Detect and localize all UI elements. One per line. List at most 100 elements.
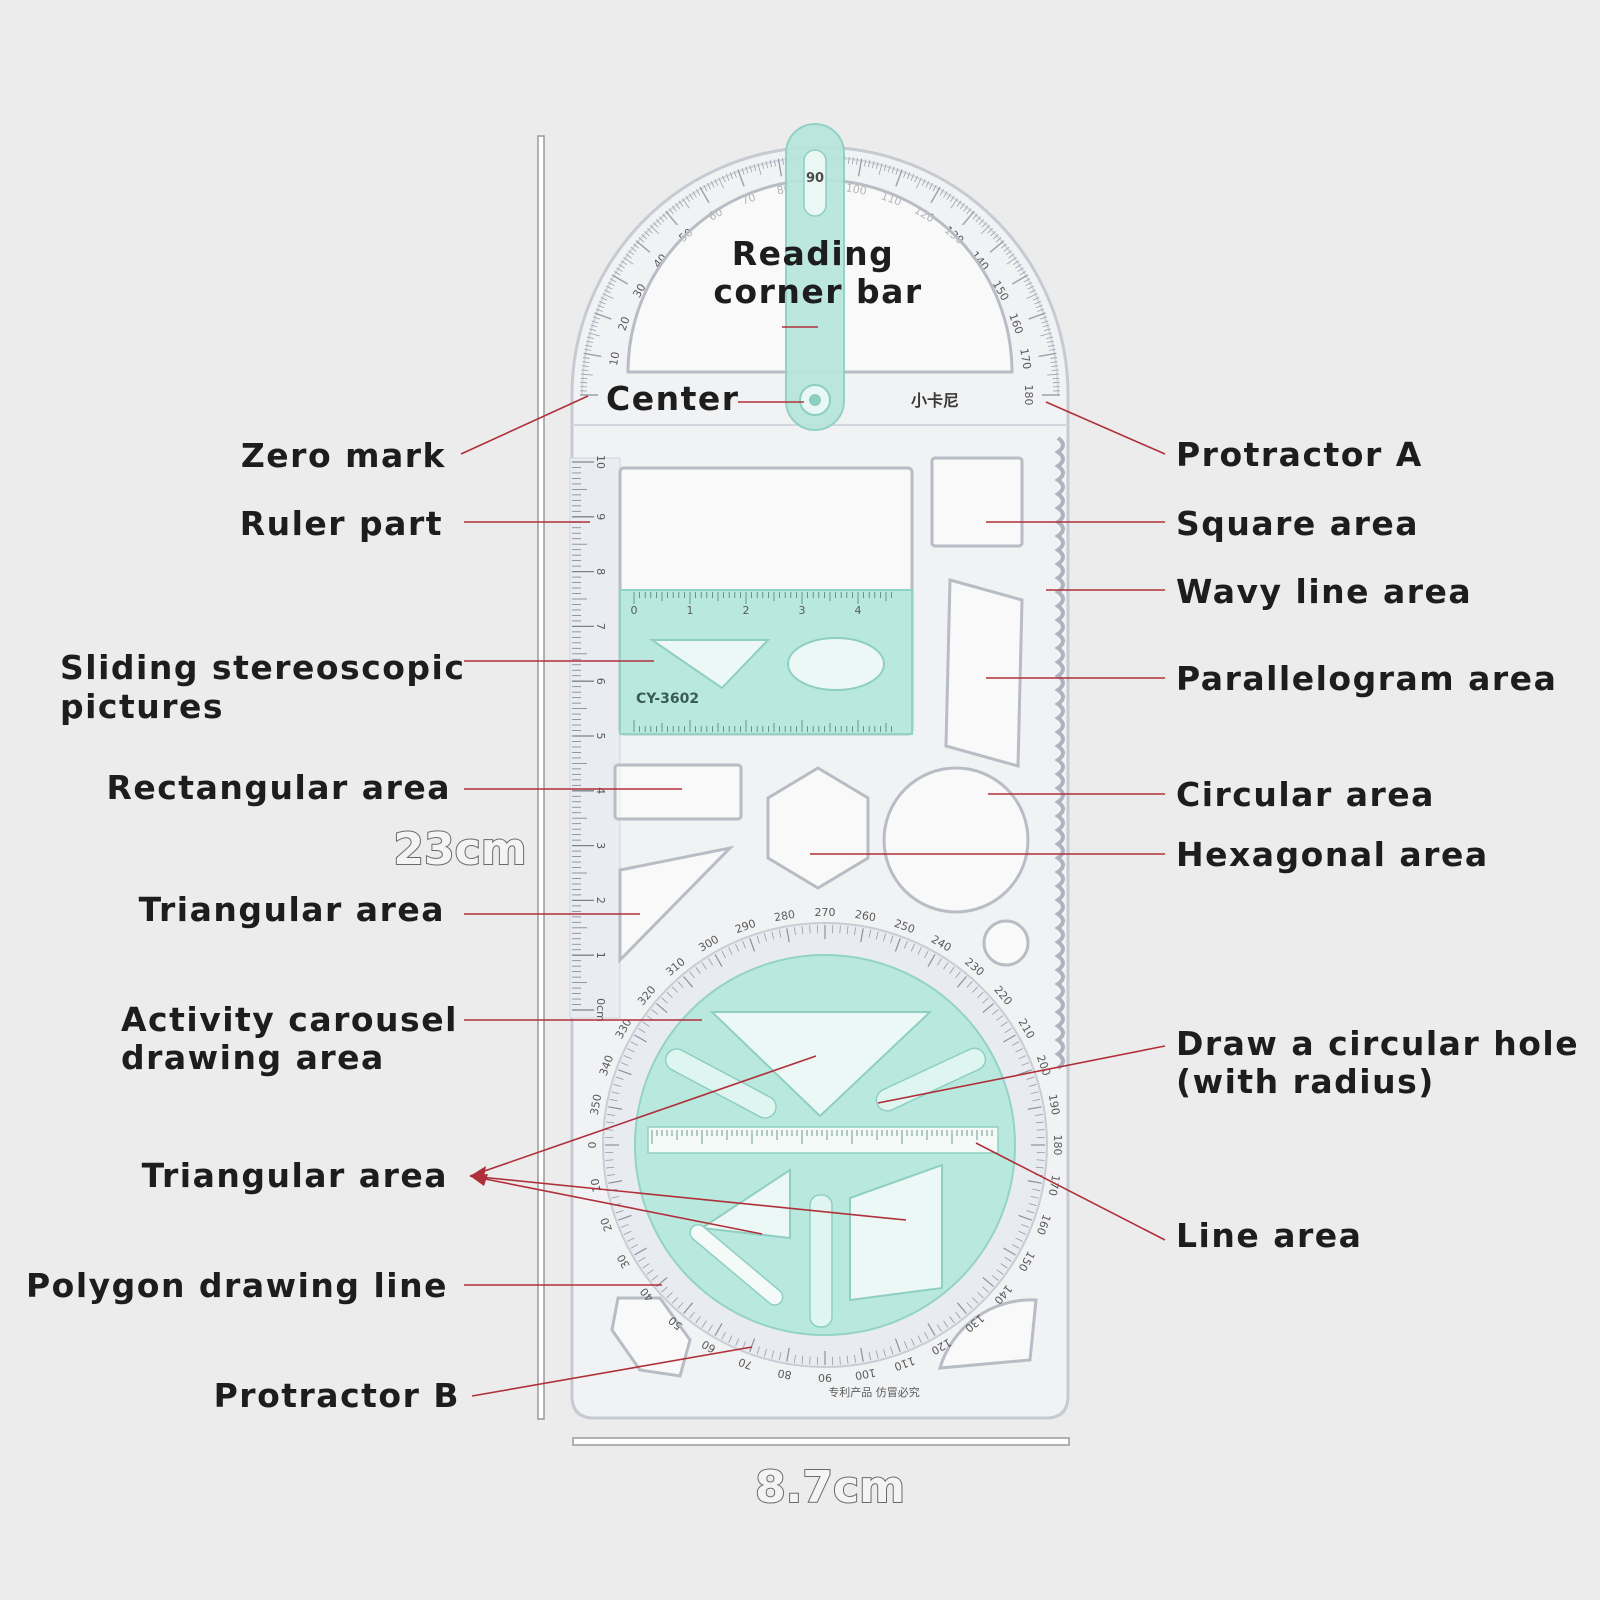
protractor-a-tick (956, 200, 962, 207)
protractor-b-number: 280 (773, 908, 796, 924)
protractor-a-tick (959, 203, 965, 210)
protractor-b-tick (735, 1338, 740, 1347)
ruler-number: 10 (594, 455, 607, 469)
rectangle-cutout (613, 763, 743, 821)
protractor-a-tick (1005, 250, 1012, 256)
protractor-b-tick (714, 954, 723, 967)
protractor-b-tick (771, 931, 775, 940)
protractor-a-tick (685, 195, 691, 203)
polygon-cutout-left (610, 1296, 692, 1378)
protractor-b-tick (749, 938, 756, 952)
protractor-a-tick (895, 167, 899, 175)
protractor-a-tick (1019, 271, 1026, 276)
protractor-a-tick (675, 203, 681, 210)
ruler-number: 2 (594, 897, 607, 904)
protractor-a-tick (671, 205, 677, 212)
protractor-a-tick (586, 340, 594, 343)
protractor-b-tick (883, 1348, 886, 1357)
protractor-a-tick (932, 184, 937, 192)
protractor-b-tick (982, 1286, 989, 1293)
protractor-a-tick (929, 182, 934, 190)
protractor-b-tick (801, 926, 804, 935)
protractor-a-tick (605, 285, 613, 290)
triangle-cutout (618, 845, 735, 964)
protractor-a-tick (939, 189, 944, 196)
protractor-a-tick (614, 271, 621, 276)
protractor-b-tick (771, 1350, 775, 1359)
protractor-b-tick (890, 935, 894, 944)
protractor-a-tick (597, 304, 605, 309)
protractor-b-tick (924, 1332, 929, 1340)
protractor-a-tick (761, 162, 765, 170)
protractor-a-tick (878, 163, 883, 175)
protractor-a-tick (769, 160, 772, 168)
ruler-ticks (572, 461, 594, 1011)
protractor-b-tick (809, 1356, 811, 1365)
slide-number: 1 (687, 604, 694, 617)
protractor-b-tick (966, 981, 973, 988)
protractor-b-tick (671, 986, 678, 993)
slide-number: 2 (743, 604, 750, 617)
protractor-b-tick (714, 1323, 723, 1336)
height-dimension-label: 23cm (393, 824, 526, 875)
protractor-a-tick (604, 289, 611, 294)
protractor-a-tick (1037, 308, 1045, 312)
protractor-b-ticks (605, 925, 1045, 1365)
protractor-b-tick (756, 935, 760, 944)
carousel-triangle-right (849, 1163, 943, 1302)
label-sliding-2: pictures (60, 687, 224, 726)
protractor-a-tick (906, 172, 911, 180)
protractor-b-tick (683, 1302, 694, 1314)
protractor-b-tick (778, 1352, 782, 1361)
protractor-a-tick (773, 159, 776, 167)
protractor-a-tick (1011, 274, 1029, 285)
protractor-b-tick (1021, 1224, 1030, 1228)
protractor-b-tick (611, 1091, 620, 1095)
carousel-line-slot (647, 1126, 999, 1154)
protractor-a-tick (1026, 293, 1038, 300)
protractor-b-tick (846, 1355, 849, 1364)
protractor-a-tick (725, 173, 730, 181)
protractor-a-tick (995, 237, 1002, 243)
height-dimension-bar (537, 135, 545, 1420)
protractor-a-tick (949, 195, 955, 203)
protractor-b-tick (634, 1034, 647, 1043)
protractor-b-tick (943, 962, 949, 970)
protractor-b-tick (651, 1009, 659, 1015)
protractor-a-tick (729, 172, 734, 180)
protractor-a-number: 180 (1022, 385, 1035, 406)
protractor-b-tick (642, 1021, 650, 1027)
protractor-a-tick (581, 365, 589, 368)
protractor-b-tick (609, 1098, 618, 1102)
protractor-b-tick (1032, 1188, 1041, 1192)
protractor-b-tick (794, 1354, 796, 1363)
protractor-b-tick (611, 1195, 620, 1199)
protractor-a-tick (745, 166, 749, 174)
protractor-a-tick (963, 205, 969, 212)
protractor-b-number: 100 (854, 1366, 877, 1382)
protractor-a-tick (638, 237, 645, 243)
reading-corner-bar[interactable] (785, 123, 845, 431)
label-line-area: Line area (1176, 1216, 1362, 1255)
protractor-b-tick (605, 1159, 614, 1161)
protractor-b-tick (786, 1347, 790, 1362)
protractor-b-tick (996, 1015, 1004, 1021)
protractor-a-tick (585, 344, 593, 347)
protractor-b-tick (1028, 1203, 1037, 1206)
protractor-a-tick (915, 177, 922, 189)
ruler-number: 1 (594, 952, 607, 959)
slide-number: 4 (855, 604, 862, 617)
protractor-a-tick (1050, 357, 1058, 359)
protractor-a-tick (875, 162, 879, 170)
protractor-b-tick (1004, 1028, 1012, 1033)
protractor-a-tick (647, 227, 653, 234)
label-carousel-1: Activity carousel (121, 1000, 458, 1039)
protractor-b-tick (1035, 1121, 1044, 1124)
protractor-b-tick (634, 1247, 647, 1256)
protractor-a-tick (628, 250, 635, 256)
protractor-a-tick (591, 320, 599, 324)
protractor-b-tick (1036, 1129, 1045, 1131)
protractor-a-tick (580, 373, 593, 376)
protractor-a-tick (981, 222, 988, 228)
